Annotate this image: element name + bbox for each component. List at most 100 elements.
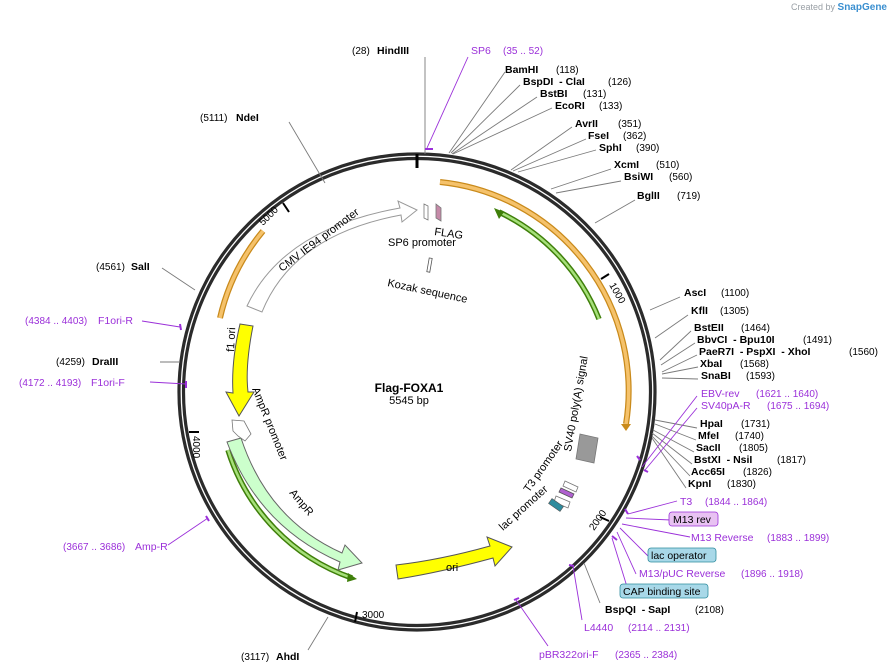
site-bbvci-bpu10i: BbvCI - Bpu10I(1491) bbox=[697, 334, 832, 346]
svg-text:(1740): (1740) bbox=[735, 431, 764, 442]
svg-text:XbaI: XbaI bbox=[700, 358, 722, 370]
tick-4000: 4000 bbox=[189, 431, 201, 459]
site-bspqi-sapi: BspQI - SapI (2108) bbox=[605, 604, 724, 616]
svg-text:(4172 .. 4193): (4172 .. 4193) bbox=[19, 378, 81, 389]
svg-text:(2108): (2108) bbox=[695, 605, 724, 616]
credit-prefix: Created by bbox=[790, 2, 836, 12]
svg-text:PaeR7I - PspXI - XhoI: PaeR7I - PspXI - XhoI bbox=[699, 346, 811, 358]
snapgene-logo-text: SnapGene bbox=[837, 2, 887, 13]
site-bstbi: BstBI(131) bbox=[540, 88, 606, 100]
svg-text:(1805): (1805) bbox=[739, 443, 768, 454]
svg-text:f1 ori: f1 ori bbox=[225, 327, 238, 352]
svg-text:SacII: SacII bbox=[696, 442, 721, 454]
svg-text:(4384 .. 4403): (4384 .. 4403) bbox=[25, 316, 87, 327]
site-leaders bbox=[160, 57, 699, 651]
svg-text:(1100): (1100) bbox=[721, 288, 749, 299]
primer-sv40pa-r: SV40pA-R(1675 .. 1694) bbox=[701, 400, 829, 412]
kozak-feature: Kozak sequence bbox=[386, 257, 468, 306]
svg-text:BbvCI - Bpu10I: BbvCI - Bpu10I bbox=[697, 334, 775, 346]
primer-f1ori-r: (4384 .. 4403) F1ori-R bbox=[25, 315, 133, 327]
svg-text:SalI: SalI bbox=[131, 261, 150, 273]
svg-text:(3117): (3117) bbox=[241, 652, 269, 663]
primer-ebv-rev: EBV-rev (1621 .. 1640) bbox=[701, 388, 818, 400]
svg-text:(1883 .. 1899): (1883 .. 1899) bbox=[767, 533, 829, 544]
snapgene-credit: Created by SnapGene bbox=[791, 2, 887, 13]
f1-ori-arrow: f1 ori bbox=[225, 323, 255, 417]
backbone bbox=[177, 152, 657, 632]
svg-text:(1826): (1826) bbox=[743, 467, 772, 478]
site-ahdi: (3117) AhdI bbox=[241, 651, 299, 663]
sp6-promoter-label: SP6 promoter bbox=[388, 237, 456, 249]
svg-text:(1731): (1731) bbox=[741, 419, 770, 430]
svg-text:(28): (28) bbox=[352, 46, 370, 57]
svg-text:(510): (510) bbox=[656, 160, 679, 171]
svg-text:(1675 .. 1694): (1675 .. 1694) bbox=[767, 401, 829, 412]
green-arc-ampr bbox=[225, 449, 357, 582]
svg-text:lac promoter: lac promoter bbox=[497, 483, 551, 533]
svg-text:(5111): (5111) bbox=[200, 113, 227, 124]
primer-l4440: L4440(2114 .. 2131) bbox=[584, 622, 690, 634]
svg-text:BstEII: BstEII bbox=[694, 322, 724, 334]
tick-3000: 3000 bbox=[354, 610, 385, 623]
svg-text:(362): (362) bbox=[623, 131, 646, 142]
svg-text:F1ori-R: F1ori-R bbox=[98, 315, 133, 327]
flag-feature: FLAG bbox=[423, 203, 464, 242]
svg-text:(118): (118) bbox=[556, 65, 579, 76]
svg-text:KflI: KflI bbox=[691, 305, 708, 317]
site-bspdi-clai: BspDI - ClaI(126) bbox=[523, 76, 631, 88]
site-bstxi-nsii: BstXI - NsiI (1817) bbox=[694, 454, 806, 466]
primer-amp-r: (3667 .. 3686)Amp-R bbox=[63, 541, 168, 553]
orange-arc-f1 bbox=[217, 229, 266, 319]
tick-5000: 5000 bbox=[257, 202, 290, 228]
svg-text:AmpR promoter: AmpR promoter bbox=[249, 386, 289, 463]
plasmid-size: 5545 bp bbox=[389, 395, 429, 407]
svg-text:AscI: AscI bbox=[684, 287, 706, 299]
site-ecori: EcoRI(133) bbox=[555, 100, 622, 112]
svg-text:(35 .. 52): (35 .. 52) bbox=[503, 46, 543, 57]
svg-text:(4259): (4259) bbox=[56, 357, 85, 368]
svg-text:Acc65I: Acc65I bbox=[691, 466, 725, 478]
svg-text:XcmI: XcmI bbox=[614, 159, 639, 171]
svg-text:3000: 3000 bbox=[362, 610, 385, 621]
site-ndei: (5111)NdeI bbox=[200, 112, 259, 124]
svg-text:(1305): (1305) bbox=[720, 306, 749, 317]
primer-pbr322ori-f: pBR322ori-F(2365 .. 2384) bbox=[539, 649, 677, 661]
site-bsteii: BstEII (1464) bbox=[694, 322, 770, 334]
site-hindiii: (28)HindIII bbox=[352, 45, 409, 57]
primer-m13-reverse: M13 Reverse(1883 .. 1899) bbox=[691, 532, 829, 544]
site-bamhi: BamHI(118) bbox=[505, 64, 579, 76]
svg-text:(390): (390) bbox=[636, 143, 659, 154]
site-sacii: SacII (1805) bbox=[696, 442, 768, 454]
svg-text:(1817): (1817) bbox=[777, 455, 806, 466]
svg-text:BsiWI: BsiWI bbox=[624, 171, 653, 183]
svg-text:AvrII: AvrII bbox=[575, 118, 598, 130]
lac-promoter-feature: lac promoter bbox=[497, 483, 571, 533]
primer-m13-puc-reverse: M13/pUC Reverse(1896 .. 1918) bbox=[639, 568, 803, 580]
svg-text:(3667 .. 3686): (3667 .. 3686) bbox=[63, 542, 125, 553]
svg-text:BglII: BglII bbox=[637, 190, 660, 202]
svg-text:(1464): (1464) bbox=[741, 323, 770, 334]
cap-binding-site-box: CAP binding site bbox=[619, 583, 709, 599]
primer-leaders bbox=[141, 56, 698, 647]
svg-text:L4440: L4440 bbox=[584, 622, 613, 634]
svg-text:AhdI: AhdI bbox=[276, 651, 299, 663]
svg-text:(1621 .. 1640): (1621 .. 1640) bbox=[756, 389, 818, 400]
svg-text:CMV IE94 promoter: CMV IE94 promoter bbox=[277, 206, 362, 274]
svg-text:BspQI - SapI: BspQI - SapI bbox=[605, 604, 670, 616]
green-arc-foxa1 bbox=[494, 208, 602, 321]
site-draiii: (4259)DraIII bbox=[56, 356, 118, 368]
svg-text:FLAG: FLAG bbox=[434, 226, 464, 242]
site-asci: AscI (1100) bbox=[684, 287, 749, 299]
svg-text:(4561): (4561) bbox=[96, 262, 125, 273]
svg-text:EBV-rev: EBV-rev bbox=[701, 388, 740, 400]
svg-text:BspDI - ClaI: BspDI - ClaI bbox=[523, 76, 585, 88]
svg-text:(1568): (1568) bbox=[740, 359, 769, 370]
svg-text:SnaBI: SnaBI bbox=[701, 370, 731, 382]
svg-text:(2365 .. 2384): (2365 .. 2384) bbox=[615, 650, 677, 661]
svg-text:(351): (351) bbox=[618, 119, 641, 130]
svg-text:BstXI - NsiI: BstXI - NsiI bbox=[694, 454, 752, 466]
site-sali: (4561) SalI bbox=[96, 261, 150, 273]
site-bglii: BglII(719) bbox=[637, 190, 700, 202]
svg-text:4000: 4000 bbox=[190, 436, 201, 459]
site-hpai: HpaI(1731) bbox=[700, 418, 770, 430]
